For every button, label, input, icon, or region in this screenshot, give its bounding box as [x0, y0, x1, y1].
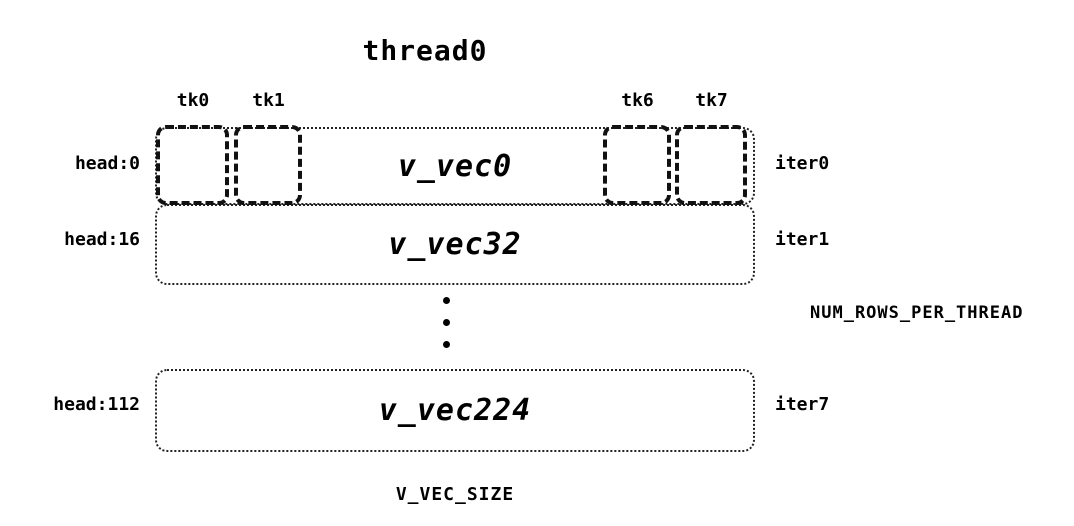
iter-label-iter7: iter7: [775, 394, 830, 415]
head-label-iter1: head:16: [64, 229, 140, 250]
vector-row-iter7: v_vec224: [155, 369, 755, 452]
num-rows-per-thread-label: NUM_ROWS_PER_THREAD: [810, 303, 1024, 323]
ellipsis-dot: [443, 341, 450, 348]
head-label-iter7: head:112: [53, 394, 140, 415]
vertical-ellipsis: [443, 297, 450, 348]
tk0-label: tk0: [176, 90, 210, 111]
vec-label-iter1: v_vec32: [388, 227, 522, 262]
head-label-iter0: head:0: [74, 153, 140, 174]
tk7-box: [675, 125, 747, 205]
ellipsis-dot: [443, 319, 450, 326]
iter-label-iter1: iter1: [775, 229, 830, 250]
tk1-label: tk1: [252, 90, 285, 111]
v-vec-size-label: V_VEC_SIZE: [395, 484, 515, 505]
diagram-title: thread0: [362, 34, 488, 67]
tk0-box: [156, 125, 229, 205]
ellipsis-dot: [443, 297, 450, 304]
tk1-box: [234, 125, 302, 205]
vec-label-iter0: v_vec0: [397, 148, 513, 184]
iter-label-iter0: iter0: [775, 153, 830, 174]
tk6-box: [603, 125, 671, 205]
tk6-label: tk6: [621, 90, 654, 111]
vec-label-iter7: v_vec224: [378, 393, 532, 428]
vector-row-iter1: v_vec32: [155, 204, 755, 285]
tk7-label: tk7: [695, 90, 728, 111]
